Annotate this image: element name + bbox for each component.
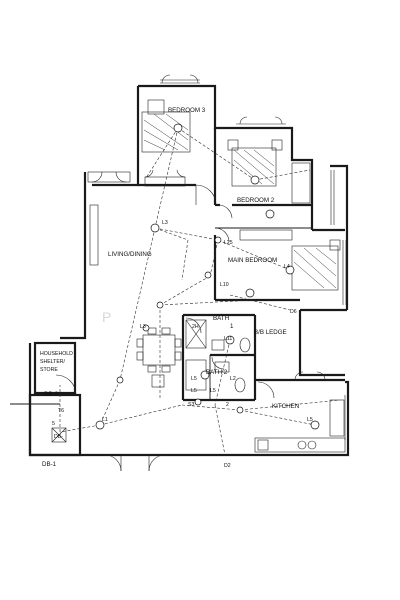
room-label-main-bedroom: MAIN BEDROOM xyxy=(228,257,277,264)
room-label-living-dining: LIVING/DINING xyxy=(108,251,152,258)
room-label-bath1: BATH xyxy=(213,315,229,322)
windows xyxy=(87,74,347,440)
room-label-kitchen: KITCHEN xyxy=(272,403,299,410)
room-label-bedroom3: BEDROOM 3 xyxy=(168,107,206,114)
doors xyxy=(55,184,275,472)
room-label-bb-ledge: B/B LEDGE xyxy=(254,329,287,336)
fixture-label-n5: 5 xyxy=(52,421,55,427)
fixture-label-s3: S3 xyxy=(188,402,194,408)
fixture-label-l25: L25 xyxy=(224,240,233,246)
room-label-bedroom2: BEDROOM 2 xyxy=(237,197,275,204)
room-label-household-1: HOUSEHOLD xyxy=(40,351,73,357)
fixture-label-d6: D6 xyxy=(290,309,297,315)
room-label-household-3: STORE xyxy=(40,367,58,373)
fixture-label-l4: L4 xyxy=(284,264,290,270)
wardrobes xyxy=(239,162,311,241)
wiring xyxy=(59,127,341,456)
fixture-label-l5-d: L5 xyxy=(307,417,313,423)
room-label-household-2: SHELTER/ xyxy=(40,359,66,365)
board-label-db1: DB-1 xyxy=(42,461,57,468)
fixture-label-l10: L10 xyxy=(220,282,229,288)
distribution-boards xyxy=(10,403,67,443)
board-label-db1-inner: DB- xyxy=(54,434,63,440)
fixture-label-2h: 2H xyxy=(192,324,199,330)
room-label-bath1-number: 1 xyxy=(230,323,234,330)
fixture-label-l5-c: L5 xyxy=(210,388,216,394)
watermark-text: P xyxy=(102,309,111,325)
fixture-label-l5-a: L5 xyxy=(191,376,197,382)
room-label-bath2: BATH 2 xyxy=(206,369,228,376)
fixture-label-l3-top: L3 xyxy=(162,220,168,226)
fixture-label-l2: L2 xyxy=(230,376,236,382)
fixture-label-d2: D2 xyxy=(224,463,231,469)
fixture-label-l1: L1 xyxy=(102,417,108,423)
dining-table xyxy=(136,327,182,388)
interior-walls xyxy=(28,128,345,457)
kitchen-fixtures xyxy=(254,399,346,453)
light-points xyxy=(95,123,320,430)
fixture-label-n2: 2 xyxy=(226,402,229,408)
bed-main-bedroom xyxy=(291,239,341,291)
fixture-label-l11: L11 xyxy=(224,336,232,342)
board-label-db2: DB-2 xyxy=(44,391,59,398)
fixture-label-t6: T6 xyxy=(58,408,64,414)
fixture-label-l5-b: L5 xyxy=(191,388,197,394)
fixture-label-l3-dining: L3 xyxy=(140,324,146,330)
bed-bedroom3 xyxy=(141,99,191,153)
